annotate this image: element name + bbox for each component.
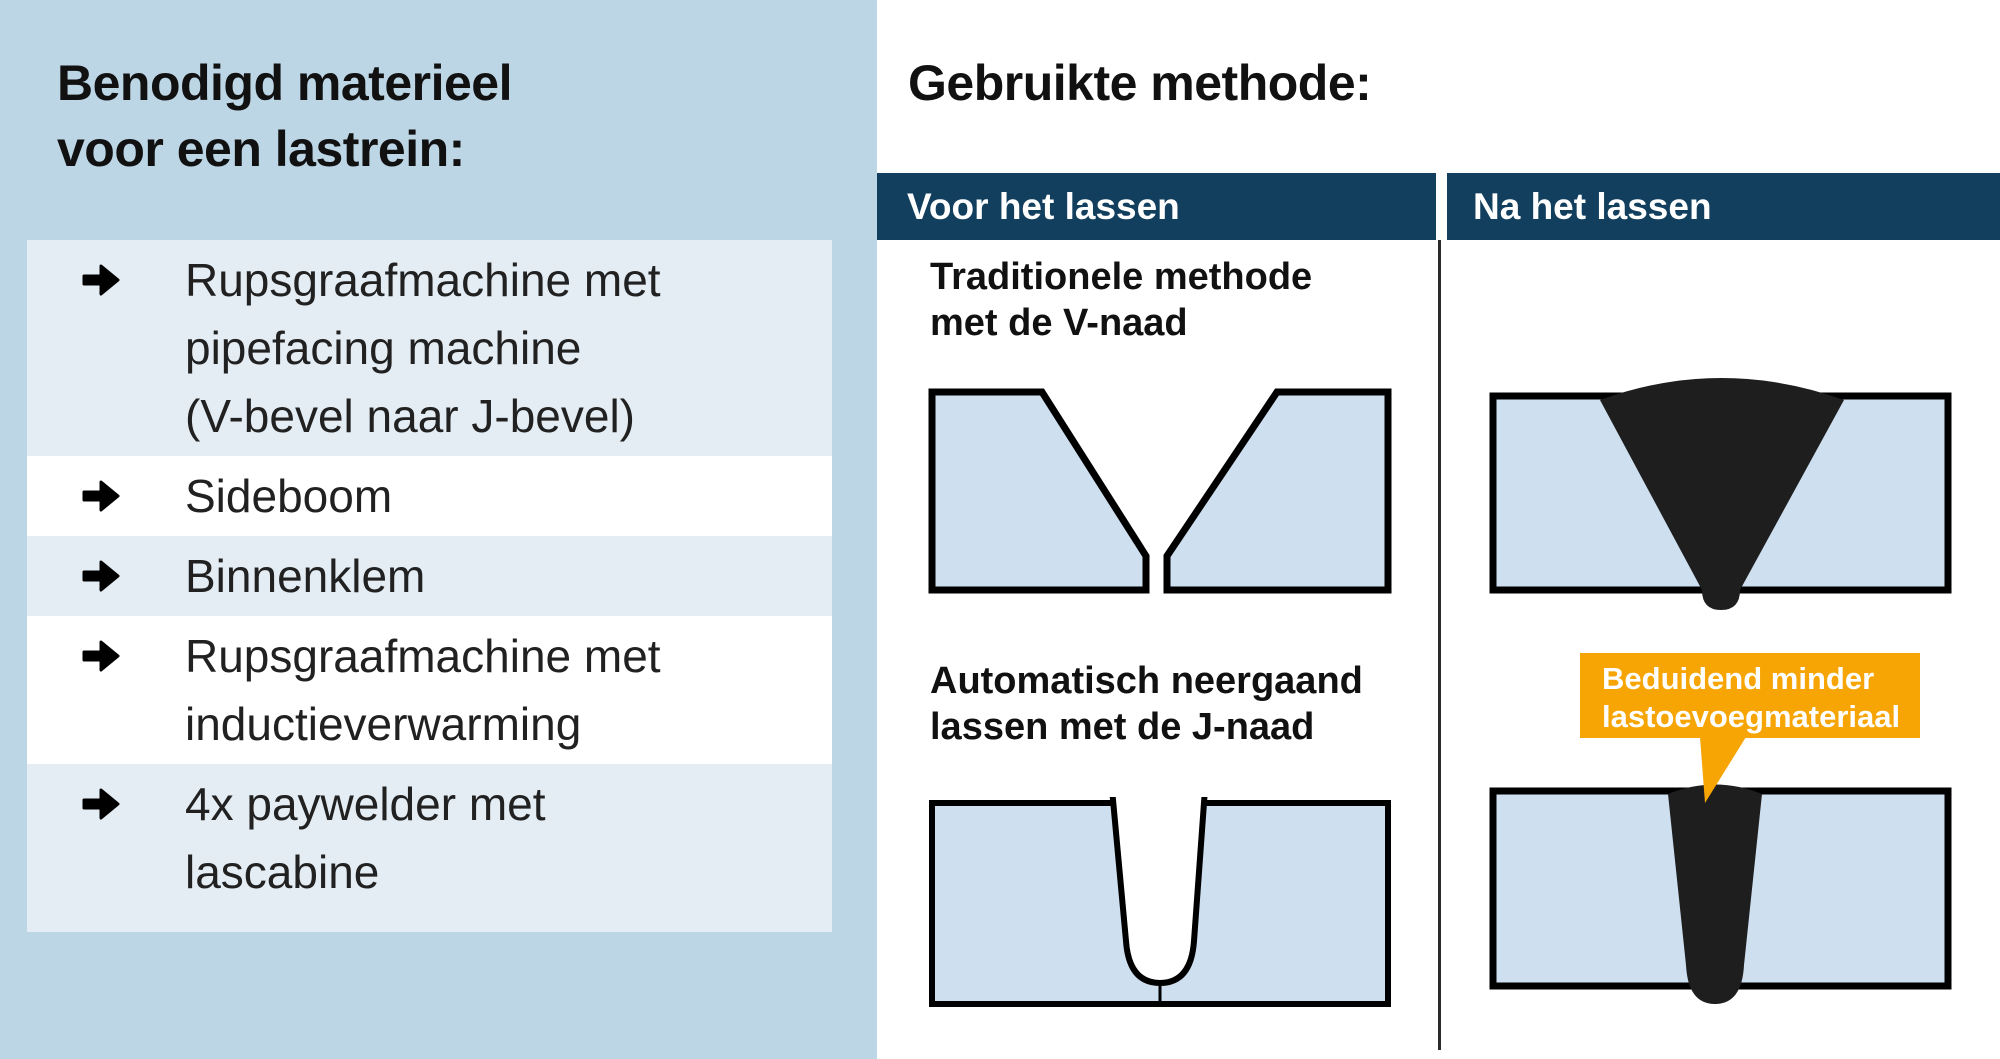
list-item: Sideboom — [27, 456, 832, 536]
arrow-right-icon — [82, 788, 120, 820]
j-groove-before-diagram — [929, 797, 1391, 1007]
list-item: Binnenklem — [27, 536, 832, 616]
list-item-label: Rupsgraafmachine met inductieverwarming — [185, 630, 661, 750]
column-header-after-welding: Na het lassen — [1447, 173, 2000, 240]
v-groove-before-diagram — [928, 388, 1392, 594]
plate-left — [928, 388, 1150, 594]
method-label-v-naad: Traditionele methode met de V-naad — [930, 256, 1313, 344]
left-panel: Benodigd materieel voor een lastrein: Ru… — [0, 0, 877, 1059]
method-label-j-naad: Automatisch neergaand lassen met de J-na… — [930, 660, 1363, 748]
j-weld-fill — [1668, 784, 1762, 1004]
equipment-list: Rupsgraafmachine met pipefacing machine … — [27, 240, 832, 932]
list-item-label: 4x paywelder met lascabine — [185, 778, 546, 898]
list-item-label: Rupsgraafmachine met pipefacing machine … — [185, 254, 661, 442]
list-item-label: Binnenklem — [185, 550, 426, 602]
j-groove-cutout — [1109, 797, 1208, 987]
left-panel-title: Benodigd materieel voor een lastrein: — [57, 55, 513, 177]
column-divider-line — [1438, 240, 1441, 1050]
plate-right — [1163, 388, 1392, 594]
arrow-right-icon — [82, 640, 120, 672]
arrow-right-icon — [82, 560, 120, 592]
list-item: 4x paywelder met lascabine — [27, 764, 832, 932]
arrow-right-icon — [82, 264, 120, 296]
arrow-right-icon — [82, 480, 120, 512]
callout-less-filler-material: Beduidend minder lastoevoegmateriaal — [1580, 653, 1920, 738]
j-weld-after-diagram — [1489, 784, 1952, 1004]
list-item: Rupsgraafmachine met pipefacing machine … — [27, 240, 832, 456]
column-header-before-welding: Voor het lassen — [877, 173, 1436, 240]
list-item: Rupsgraafmachine met inductieverwarming — [27, 616, 832, 764]
v-weld-fill — [1600, 378, 1844, 610]
callout-pointer — [1700, 737, 1746, 803]
list-item-label: Sideboom — [185, 470, 393, 522]
v-weld-after-diagram — [1489, 378, 1952, 610]
right-panel-title: Gebruikte methode: — [908, 55, 1372, 111]
